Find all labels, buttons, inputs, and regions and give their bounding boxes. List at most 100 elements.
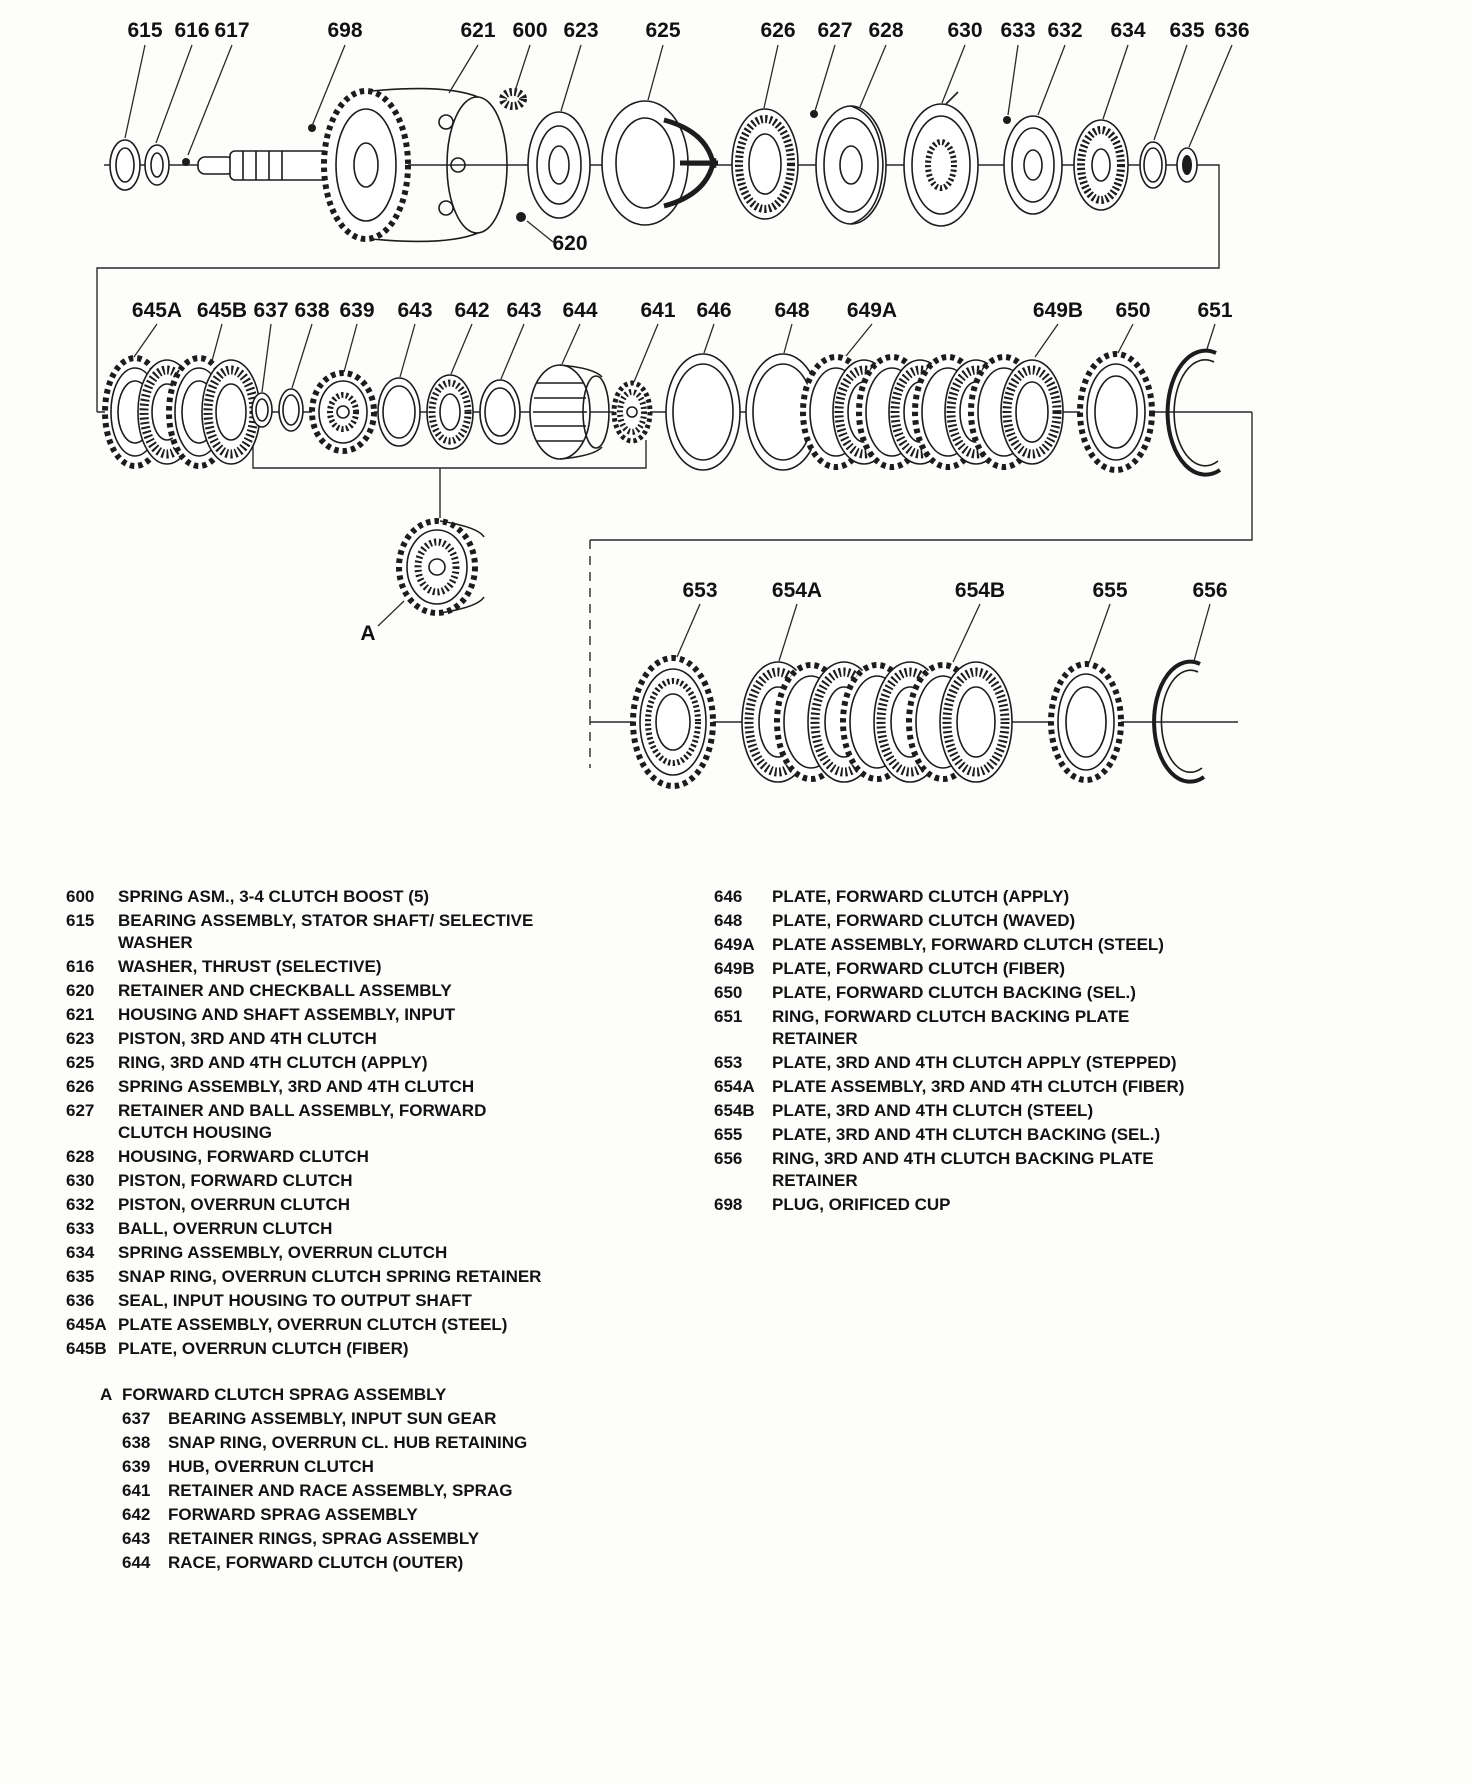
part-650-backing-plate (1077, 351, 1155, 473)
part-615-bearing-assembly (109, 139, 141, 191)
part-625-apply-ring (601, 100, 718, 226)
part-number: 654A (714, 1077, 755, 1096)
part-number: 635 (66, 1267, 95, 1286)
callout-655: 655 (1092, 579, 1127, 602)
part-description: PLATE, FORWARD CLUTCH (FIBER) (772, 959, 1066, 978)
part-623-piston-3rd-4th (527, 111, 591, 219)
part-number: 627 (66, 1101, 95, 1120)
part-description: PLATE ASSEMBLY, 3RD AND 4TH CLUTCH (FIBE… (772, 1077, 1185, 1096)
part-654-plate-stack (741, 661, 1013, 783)
part-600-boost-spring (499, 88, 527, 110)
part-number: 655 (714, 1125, 743, 1144)
part-632-overrun-piston (1003, 115, 1063, 215)
callout-641: 641 (640, 299, 675, 322)
part-number: 654B (714, 1101, 755, 1120)
part-638-snap-ring (278, 388, 304, 432)
callout-653: 653 (682, 579, 717, 602)
part-number: 645B (66, 1339, 107, 1358)
part-698-orificed-cup-plug (308, 124, 316, 132)
part-637-sun-gear-bearing (251, 392, 273, 428)
part-description: PISTON, 3RD AND 4TH CLUTCH (118, 1029, 377, 1048)
part-description: RETAINER RINGS, SPRAG ASSEMBLY (168, 1529, 480, 1548)
part-number: 623 (66, 1029, 95, 1048)
part-description: HUB, OVERRUN CLUTCH (168, 1457, 374, 1476)
part-number: 648 (714, 911, 743, 930)
part-number: 616 (66, 957, 95, 976)
callout-630: 630 (947, 19, 982, 42)
callout-648: 648 (774, 299, 809, 322)
part-number: 645A (66, 1315, 107, 1334)
part-621-input-housing (321, 87, 508, 243)
part-number: 656 (714, 1149, 743, 1168)
part-636-seal (1176, 147, 1198, 183)
part-description: RETAINER AND CHECKBALL ASSEMBLY (118, 981, 452, 1000)
part-number: 642 (122, 1505, 151, 1524)
part-number: 639 (122, 1457, 151, 1476)
part-653-apply-plate-stepped (630, 655, 716, 789)
callout-654b: 654B (955, 579, 1005, 602)
part-description: PLUG, ORIFICED CUP (772, 1195, 951, 1214)
legend-item-654A: 654A PLATE ASSEMBLY, 3RD AND 4TH CLUTCH (… (714, 1076, 1294, 1098)
callout-638: 638 (294, 299, 329, 322)
part-number: 651 (714, 1007, 743, 1026)
part-description: PLATE ASSEMBLY, FORWARD CLUTCH (STEEL) (772, 935, 1164, 954)
part-number: 653 (714, 1053, 743, 1072)
part-description: PLATE, FORWARD CLUTCH BACKING (SEL.) (772, 983, 1136, 1002)
part-description: SEAL, INPUT HOUSING TO OUTPUT SHAFT (118, 1291, 472, 1310)
part-633-ball (1003, 116, 1011, 124)
part-656-retainer-ring (1152, 659, 1206, 784)
part-description: HOUSING AND SHAFT ASSEMBLY, INPUT (118, 1005, 456, 1024)
callout-633: 633 (1000, 19, 1035, 42)
callout-634: 634 (1110, 19, 1145, 42)
legend-item-623: 623 PISTON, 3RD AND 4TH CLUTCH (66, 1028, 646, 1050)
callout-616: 616 (174, 19, 209, 42)
part-635-snap-ring (1139, 141, 1167, 189)
part-number: 637 (122, 1409, 151, 1428)
part-644-outer-race (529, 364, 610, 460)
part-description: PISTON, FORWARD CLUTCH (118, 1171, 353, 1190)
part-description: PLATE, 3RD AND 4TH CLUTCH (STEEL) (772, 1101, 1094, 1120)
part-number: 634 (66, 1243, 95, 1262)
part-number: 641 (122, 1481, 151, 1500)
legend-item-639: 639 HUB, OVERRUN CLUTCH (122, 1456, 646, 1478)
callout-615: 615 (127, 19, 162, 42)
part-628-forward-clutch-housing (815, 105, 887, 225)
callout-649a: 649A (847, 299, 897, 322)
exploded-parts-diagram: 615 616 617 698 621 600 623 625 626 627 … (96, 19, 1253, 789)
legend-subassembly-header: A FORWARD CLUTCH SPRAG ASSEMBLY (66, 1384, 646, 1406)
part-description: PLATE, FORWARD CLUTCH (APPLY) (772, 887, 1070, 906)
callout-623: 623 (563, 19, 598, 42)
callout-627: 627 (817, 19, 852, 42)
callout-645a: 645A (132, 299, 182, 322)
part-description: BALL, OVERRUN CLUTCH (118, 1219, 333, 1238)
part-641-sprag-retainer-race (611, 380, 653, 444)
part-description: RING, 3RD AND 4TH CLUTCH BACKING PLATE R… (772, 1149, 1154, 1190)
part-643-retainer-ring (377, 377, 421, 447)
part-number: 650 (714, 983, 743, 1002)
subassembly-title: FORWARD CLUTCH SPRAG ASSEMBLY (122, 1385, 447, 1404)
legend-item-656: 656 RING, 3RD AND 4TH CLUTCH BACKING PLAT… (714, 1148, 1294, 1192)
callout-643: 643 (397, 299, 432, 322)
